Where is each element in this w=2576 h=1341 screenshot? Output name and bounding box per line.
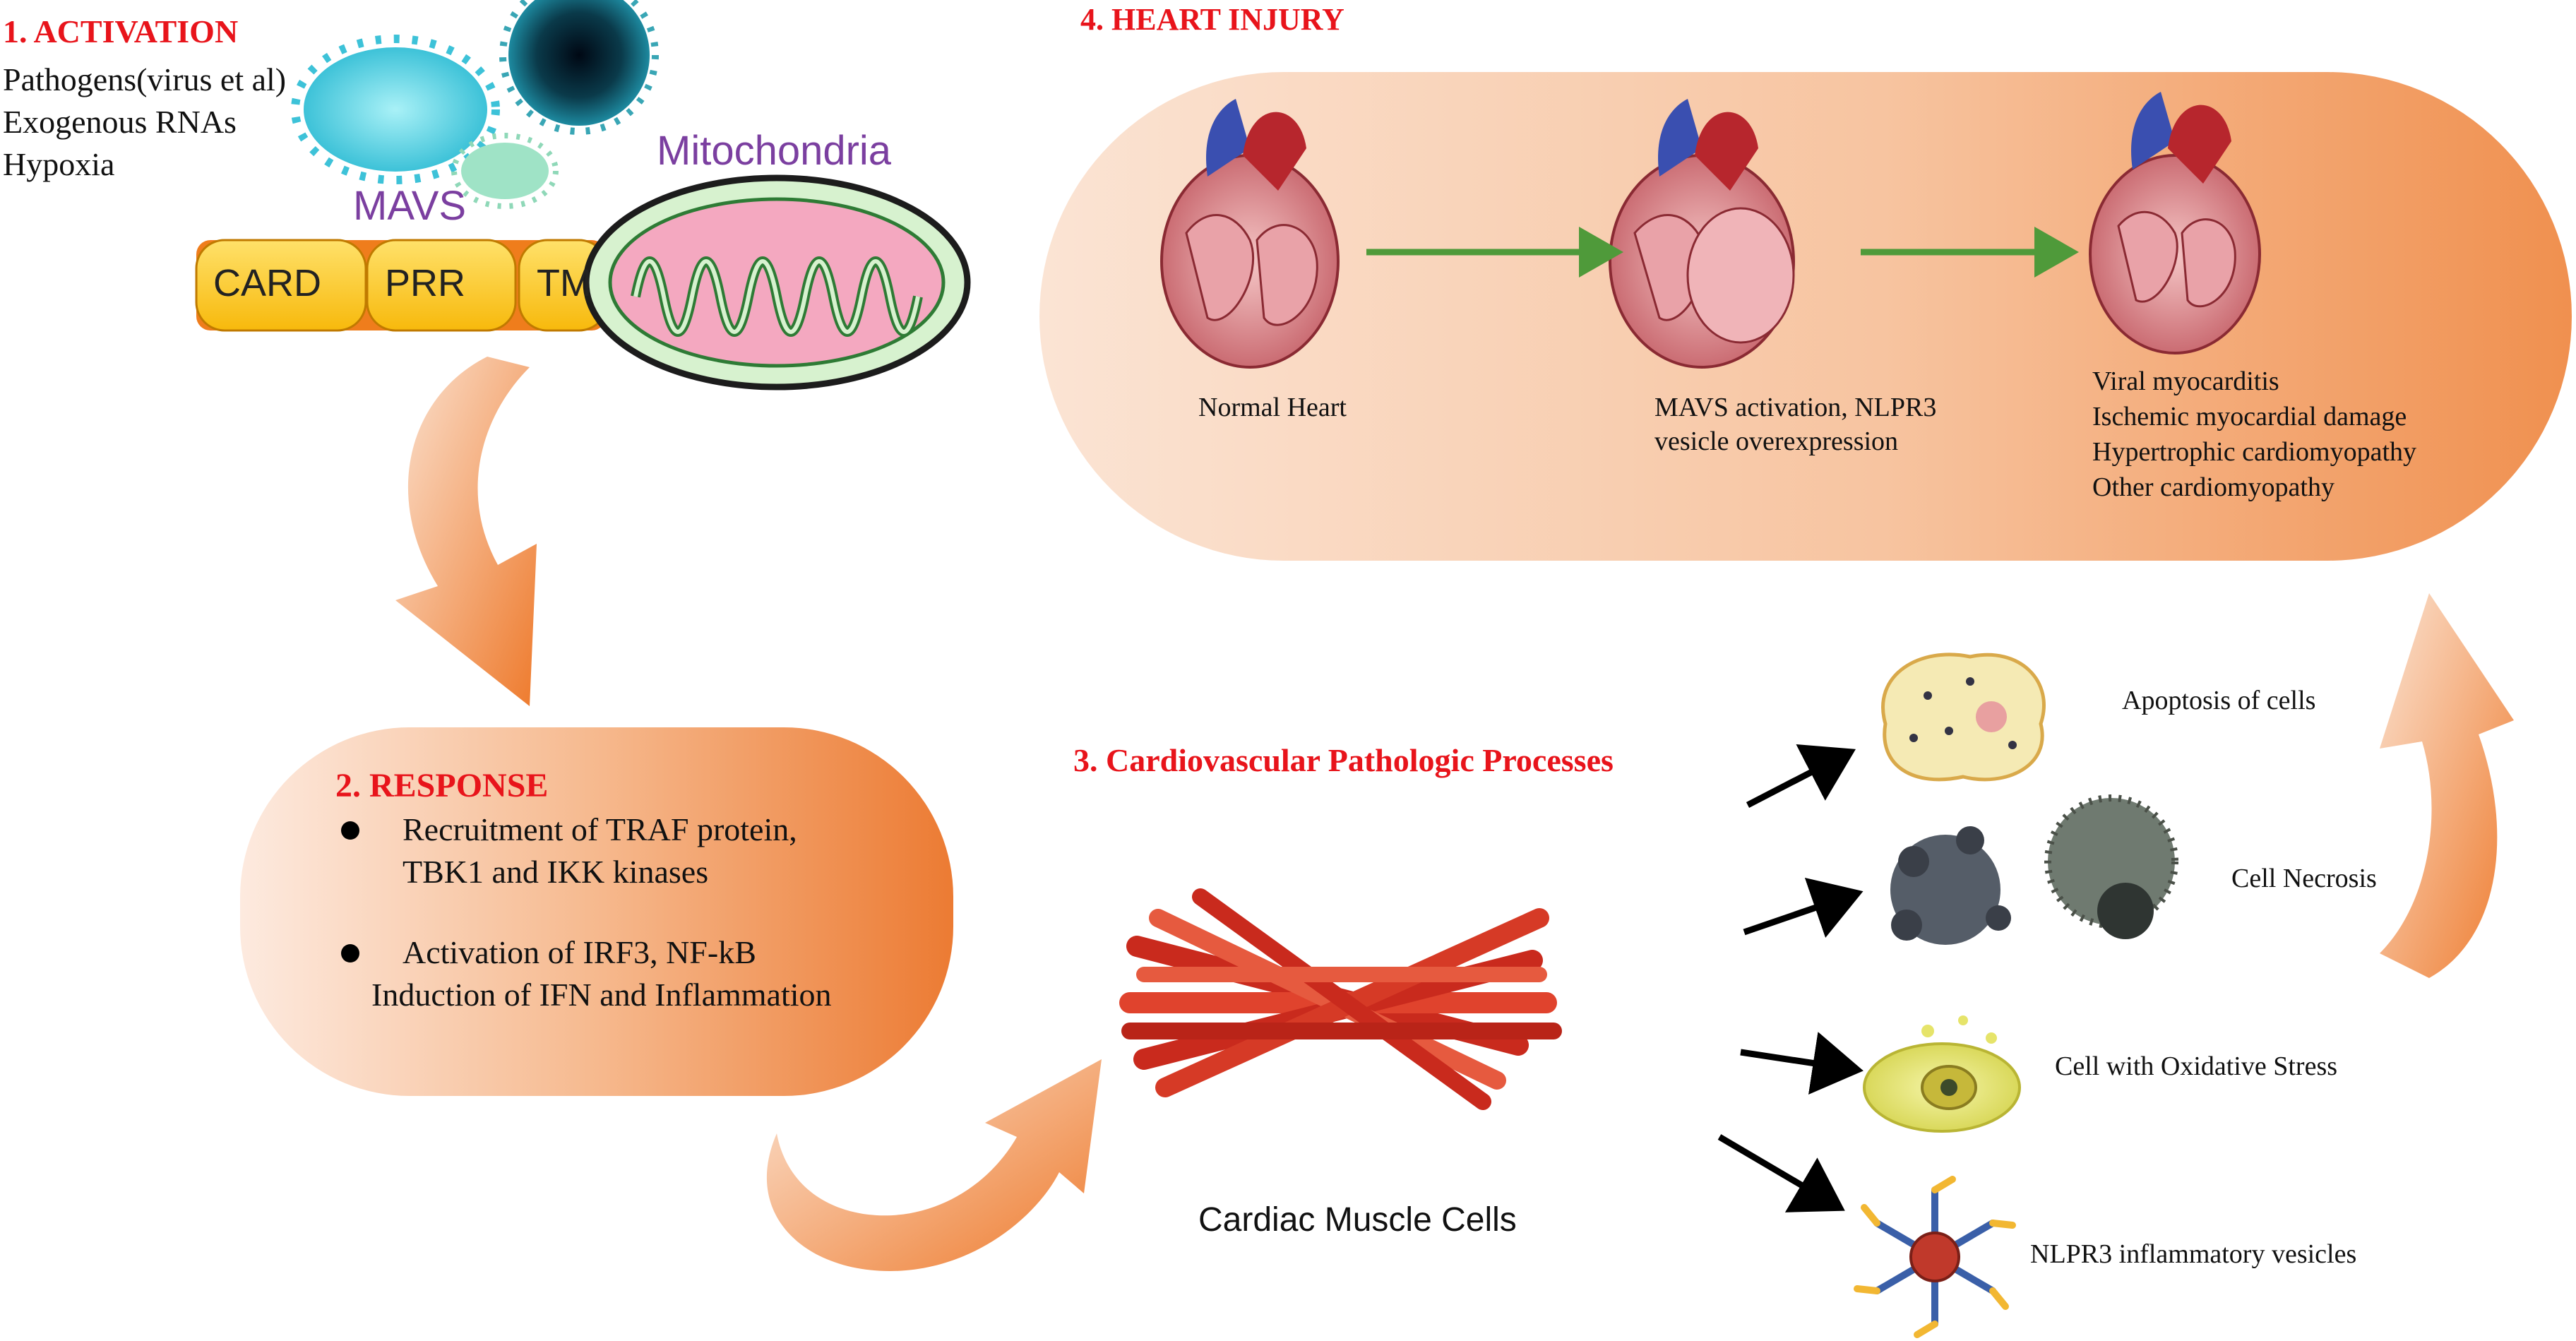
- cardiac-muscle-label: Cardiac Muscle Cells: [1198, 1201, 1517, 1239]
- oxidative-stress-cell-icon: [1863, 1015, 2021, 1133]
- heart-icon: [1160, 99, 1340, 369]
- stage-label: Normal Heart: [1198, 393, 1347, 422]
- heart-injury-title: 4. HEART INJURY: [1080, 2, 1344, 37]
- response-bullet-line: Activation of IRF3, NF-kB: [402, 934, 756, 970]
- mavs-protein: [195, 239, 609, 332]
- activation-item: Pathogens(virus et al): [3, 61, 287, 97]
- flow-arrow: [766, 1059, 1102, 1271]
- activation-title: 1. ACTIVATION: [3, 13, 239, 49]
- card-domain-label: CARD: [213, 262, 322, 304]
- mitochondria-label: Mitochondria: [657, 128, 892, 174]
- stage-outcome: Other cardiomyopathy: [2092, 472, 2334, 502]
- tm-domain-label: TM: [537, 262, 592, 304]
- stage-outcome: Viral myocarditis: [2092, 366, 2279, 396]
- outcome-arrow: [1740, 1032, 1864, 1095]
- virus-icon: [291, 35, 500, 184]
- activation-item: Exogenous RNAs: [3, 104, 237, 140]
- bullet-icon: [341, 821, 359, 840]
- bullet-icon: [341, 944, 359, 962]
- response-bullet-line: TBK1 and IKK kinases: [402, 854, 709, 890]
- flow-arrow: [395, 357, 537, 706]
- outcome-label: Apoptosis of cells: [2122, 686, 2316, 715]
- virus-icon: [499, 0, 659, 135]
- prr-domain-label: PRR: [385, 262, 466, 304]
- flow-arrow: [2380, 593, 2514, 978]
- processes-title: 3. Cardiovascular Pathologic Processes: [1073, 742, 1614, 778]
- mitochondria-icon: [583, 174, 971, 391]
- necrotic-cell-icon: [1890, 794, 2178, 945]
- virus-icon: [451, 133, 559, 209]
- stage-outcome: Ischemic myocardial damage: [2092, 402, 2407, 431]
- outcome-label: Cell with Oxidative Stress: [2055, 1051, 2338, 1081]
- outcome-arrow: [1717, 1134, 1845, 1212]
- stage-label: MAVS activation, NLPR3: [1654, 393, 1937, 422]
- mavs-label: MAVS: [353, 183, 467, 229]
- outcome-arrow: [1743, 877, 1864, 938]
- response-bullet-line: Recruitment of TRAF protein,: [402, 811, 797, 847]
- heart-icon: [2089, 92, 2261, 354]
- heart-icon: [1609, 99, 1795, 369]
- outcome-label: NLPR3 inflammatory vesicles: [2030, 1239, 2357, 1269]
- activation-item: Hypoxia: [3, 146, 115, 182]
- apoptotic-cell-icon: [1881, 652, 2046, 782]
- response-panel: [240, 727, 953, 1096]
- outcome-label: Cell Necrosis: [2231, 864, 2377, 893]
- response-bullet-line: Induction of IFN and Inflammation: [371, 977, 832, 1013]
- inflammasome-icon: [1854, 1176, 2016, 1338]
- response-title: 2. RESPONSE: [335, 767, 549, 804]
- stage-label: vesicle overexpression: [1654, 427, 1899, 456]
- muscle-fibers-icon: [1119, 888, 1562, 1110]
- stage-outcome: Hypertrophic cardiomyopathy: [2092, 437, 2417, 467]
- outcome-arrow: [1746, 744, 1856, 808]
